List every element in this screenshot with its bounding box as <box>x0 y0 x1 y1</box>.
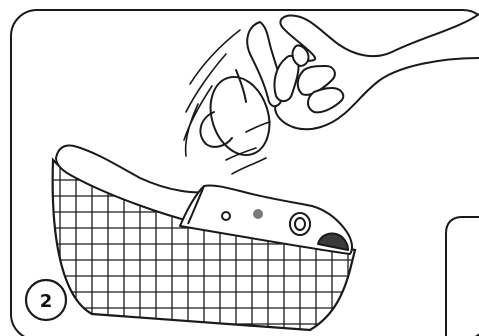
step-number-badge: 2 <box>26 280 66 320</box>
hand-drawing <box>247 14 479 129</box>
adjacent-panel <box>446 217 479 336</box>
step-number-label: 2 <box>40 291 53 312</box>
